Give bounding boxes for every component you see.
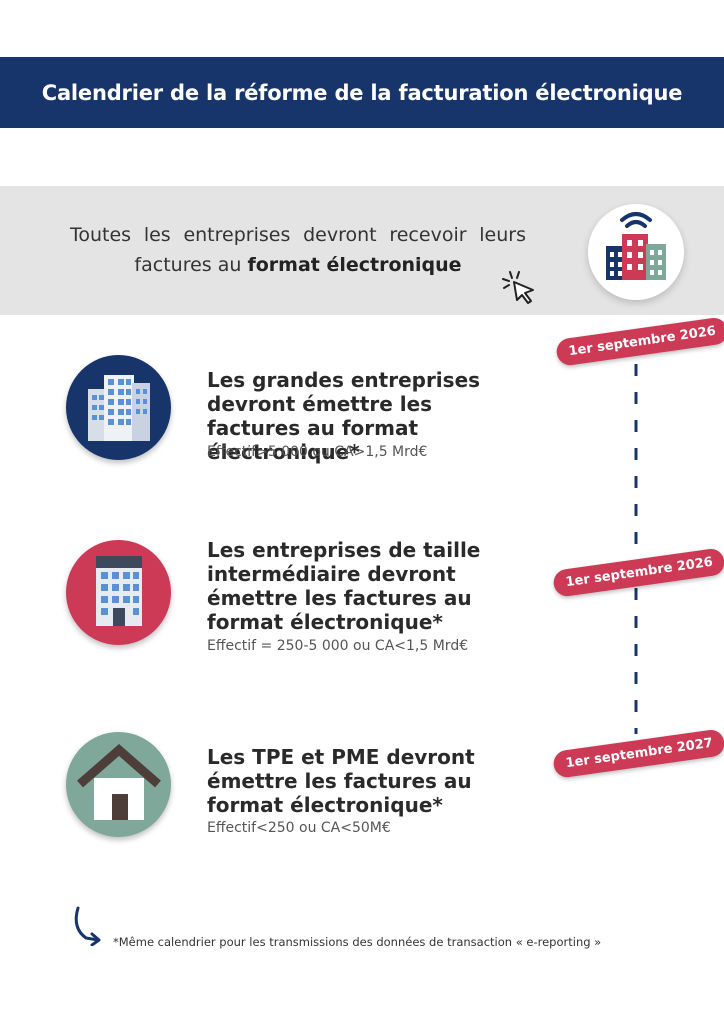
category-subtitle: Effectif = 250-5 000 ou CA<1,5 Mrd€: [207, 638, 469, 654]
page-title: Calendrier de la réforme de la facturati…: [41, 80, 683, 105]
office-towers-icon: [88, 375, 150, 441]
category-title: Les TPE et PME devront émettre les factu…: [207, 745, 475, 817]
intro-text-bold: format électronique: [247, 254, 462, 276]
category-title: Les grandes entreprises devront émettre …: [207, 368, 481, 464]
footnote-text: *Même calendrier pour les transmissions …: [113, 935, 602, 949]
intro-text-regular: Toutes les entreprises devront recevoir …: [70, 224, 526, 276]
large-company-badge: [66, 355, 171, 460]
date-badge: 1er septembre 2026: [554, 316, 724, 367]
header-banner: Calendrier de la réforme de la facturati…: [0, 57, 724, 128]
city-buildings-wifi-icon: [606, 212, 666, 280]
curved-arrow-icon: [74, 906, 101, 946]
category-subtitle: Effectif>5 000 ou CA>1,5 Mrd€: [207, 444, 428, 460]
intro-text: Toutes les entreprises devront recevoir …: [70, 220, 526, 280]
house-icon: [77, 744, 161, 820]
mid-building-icon: [96, 556, 142, 626]
small-company-badge: [66, 732, 171, 837]
date-badge: 1er septembre 2027: [551, 728, 724, 779]
intro-city-badge: [588, 204, 684, 300]
click-cursor-icon: [502, 271, 534, 304]
timeline-dashed-line: [634, 364, 638, 734]
category-title: Les entreprises de taille intermédiaire …: [207, 538, 481, 634]
category-subtitle: Effectif<250 ou CA<50M€: [207, 820, 391, 836]
mid-company-badge: [66, 540, 171, 645]
